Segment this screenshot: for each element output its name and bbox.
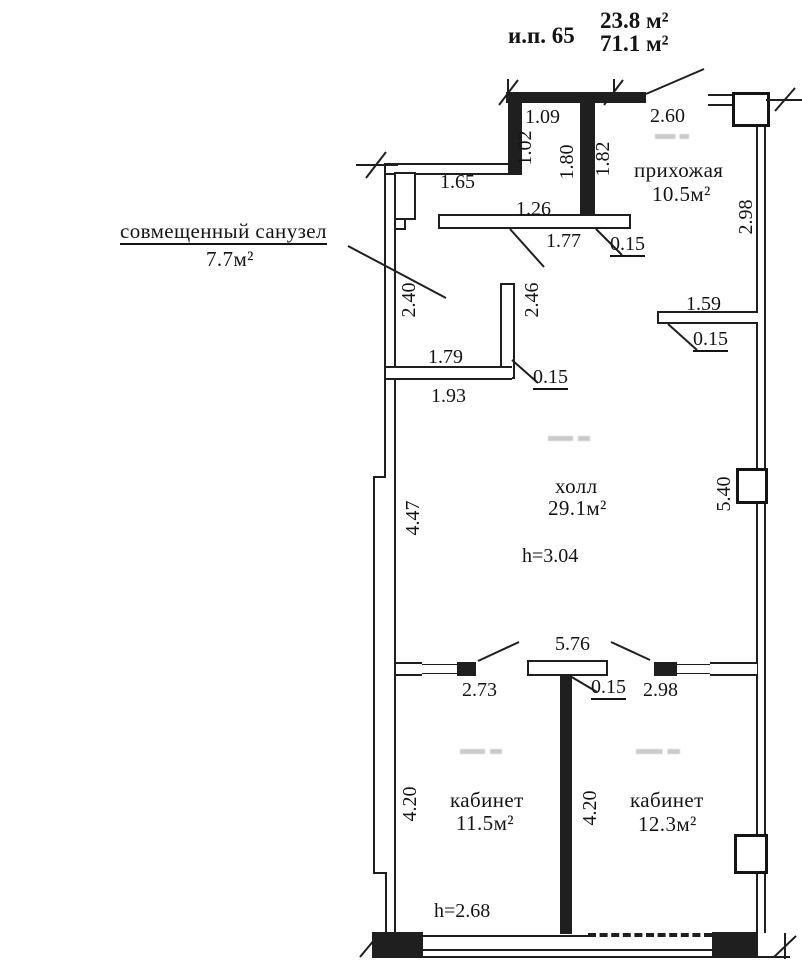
room-area-office-left: 11.5м² bbox=[456, 811, 514, 835]
room-area-hall: 29.1м² bbox=[548, 496, 607, 520]
dim-closet-depth: 1.80 bbox=[556, 144, 578, 180]
wall-left-step-upper bbox=[373, 476, 386, 478]
partition-left-b bbox=[422, 664, 457, 674]
partition-left-a bbox=[396, 662, 422, 676]
ceiling-height-office: h=2.68 bbox=[434, 900, 491, 922]
partition-block-right bbox=[654, 662, 677, 676]
room-label-hall: холл bbox=[555, 474, 598, 498]
dim-hall-right: 5.40 bbox=[713, 476, 735, 512]
dim-bath-wall-outer: 1.93 bbox=[431, 385, 466, 407]
dim-entry-depth: 2.98 bbox=[735, 199, 757, 235]
wall-left-outer-middle bbox=[373, 478, 375, 874]
dim-wall-177: 1.77 bbox=[546, 230, 581, 252]
wall-right-upper bbox=[756, 127, 766, 468]
smudge-mark bbox=[655, 134, 689, 139]
wall-top bbox=[506, 92, 646, 103]
dim-bath-right: 2.46 bbox=[521, 282, 543, 318]
dim-partition-thickness: 0.15 bbox=[591, 676, 626, 700]
wall-office-divider bbox=[560, 675, 572, 934]
dim-closet-width: 1.09 bbox=[525, 106, 560, 128]
column-mid-right bbox=[736, 468, 768, 504]
dim-closet-left: 1.02 bbox=[514, 130, 536, 166]
smudge-mark bbox=[460, 749, 502, 754]
dim-stub-thickness: 0.15 bbox=[693, 328, 728, 352]
dim-office-right-opening: 2.98 bbox=[643, 679, 678, 701]
room-label-bathroom: совмещенный санузел bbox=[120, 219, 327, 245]
dim-office-left-opening: 2.73 bbox=[462, 679, 497, 701]
dim-entry-width: 2.60 bbox=[650, 105, 685, 127]
dim-hall-left: 4.47 bbox=[402, 500, 424, 536]
dim-bath-wall-inner: 1.79 bbox=[428, 346, 463, 368]
wall-bathroom-bottom bbox=[386, 366, 512, 380]
ceiling-height-hall: h=3.04 bbox=[522, 545, 579, 567]
dim-office-left-depth: 4.20 bbox=[399, 786, 421, 822]
wall-left-outer-upper bbox=[384, 163, 386, 478]
dim-stub-length: 1.59 bbox=[686, 293, 721, 315]
room-label-office-left: кабинет bbox=[450, 788, 524, 812]
wall-left-outer-lower bbox=[385, 874, 387, 934]
dim-bath-wall-thickness: 0.15 bbox=[533, 366, 568, 390]
dim-top-wall: 1.65 bbox=[440, 171, 475, 193]
dim-wall-thickness: 0.15 bbox=[610, 233, 645, 257]
living-area: 23.8 м² bbox=[600, 8, 669, 33]
dim-closet-bottom: 1.26 bbox=[516, 198, 551, 220]
window-line-top bbox=[418, 935, 588, 937]
smudge-mark bbox=[636, 749, 680, 754]
room-area-office-right: 12.3м² bbox=[638, 812, 697, 836]
partition-right-b bbox=[677, 664, 710, 674]
room-area-hallway: 10.5м² bbox=[652, 182, 711, 206]
dim-hall-width: 5.76 bbox=[555, 633, 590, 655]
room-area-bathroom: 7.7м² bbox=[206, 247, 254, 271]
room-label-office-right: кабинет bbox=[630, 788, 704, 812]
wall-entry-stub bbox=[708, 94, 734, 106]
window-line-mid bbox=[423, 949, 713, 951]
pier-bottom-right bbox=[712, 932, 758, 958]
wall-right-lower bbox=[756, 874, 766, 933]
duct-niche-step bbox=[394, 218, 406, 230]
plan-number: и.п. 65 bbox=[508, 23, 575, 48]
partition-right-a bbox=[710, 662, 757, 676]
room-label-hallway: прихожая bbox=[634, 158, 724, 182]
wall-stub-159 bbox=[657, 311, 758, 324]
wall-closet-left bbox=[508, 103, 522, 175]
smudge-mark bbox=[548, 436, 590, 441]
wall-below-closet bbox=[438, 214, 631, 229]
column-top-right bbox=[732, 92, 770, 127]
wall-right-middle bbox=[756, 504, 766, 834]
dim-office-right-depth: 4.20 bbox=[579, 790, 601, 826]
wall-left-inner bbox=[394, 174, 396, 934]
total-area: 71.1 м² bbox=[600, 31, 669, 56]
window-dashed-line bbox=[588, 933, 712, 937]
wall-left-step-lower bbox=[374, 872, 387, 874]
dim-closet-right: 1.82 bbox=[592, 141, 614, 177]
wall-bathroom-top bbox=[386, 163, 512, 175]
wall-bottom-outer bbox=[372, 956, 790, 958]
wall-closet-right bbox=[580, 103, 595, 225]
column-bottom-right bbox=[734, 834, 768, 874]
partition-block-left bbox=[457, 662, 476, 676]
dim-bath-depth: 2.40 bbox=[398, 282, 420, 318]
